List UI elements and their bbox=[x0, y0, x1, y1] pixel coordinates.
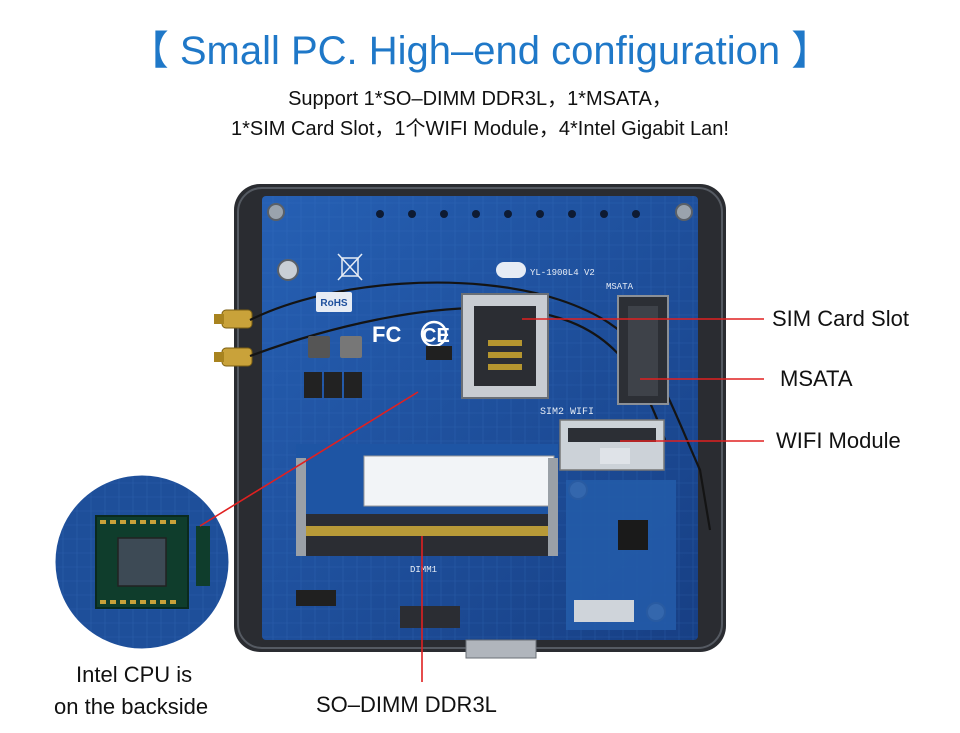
wifi-module-label: WIFI Module bbox=[776, 428, 901, 453]
msata-slot bbox=[617, 295, 669, 405]
msata-label: MSATA bbox=[780, 366, 853, 391]
sim-card-slot bbox=[461, 293, 549, 399]
sim-silk: SIM2 WIFI bbox=[540, 407, 594, 418]
fc-mark: FC bbox=[372, 322, 401, 347]
cpu-label-line-1: Intel CPU is bbox=[76, 662, 193, 687]
cpu-label-line-2: on the backside bbox=[54, 694, 209, 719]
board-model: YL-1900L4 V2 bbox=[530, 268, 595, 278]
so-dimm-slot bbox=[296, 444, 558, 556]
dimm-silk: DIMM1 bbox=[410, 565, 437, 575]
spec-line-1: Support 1*SO–DIMM DDR3L，1*MSATA， bbox=[288, 88, 672, 110]
page-title: 【 Small PC. High–end configuration 】 bbox=[128, 29, 832, 73]
weee-bin-icon bbox=[337, 253, 363, 281]
so-dimm-label: SO–DIMM DDR3L bbox=[316, 692, 497, 717]
spec-line-2: 1*SIM Card Slot，1个WIFI Module，4*Intel Gi… bbox=[231, 118, 729, 140]
cpu-zoom-inset bbox=[52, 472, 232, 652]
wifi-module bbox=[559, 419, 665, 471]
ce-mark: CE bbox=[422, 325, 450, 347]
bottom-port bbox=[465, 639, 537, 659]
rohs-mark: RoHS bbox=[320, 298, 348, 309]
leader-lines bbox=[199, 318, 764, 682]
lan-header-pins bbox=[376, 210, 640, 218]
sim-card-slot-label: SIM Card Slot bbox=[772, 306, 909, 331]
msata-silk: MSATA bbox=[606, 282, 634, 292]
